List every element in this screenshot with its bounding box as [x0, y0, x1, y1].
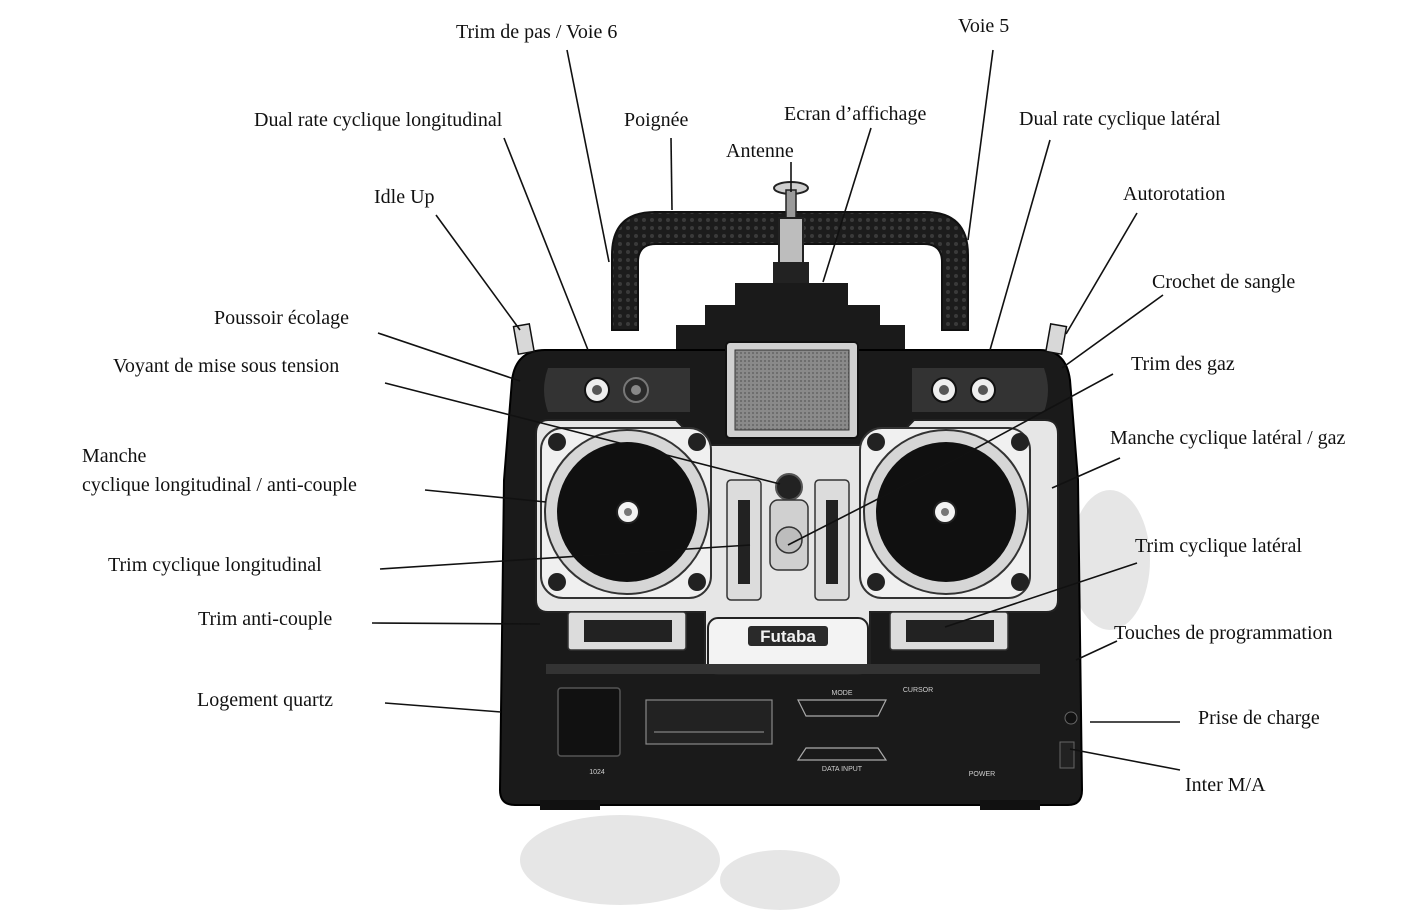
label-trim-lateral: Trim cyclique latéral [1135, 535, 1302, 557]
crystal-slot[interactable] [557, 687, 621, 757]
trim-anti-couple[interactable] [567, 611, 687, 651]
power-led [775, 473, 803, 501]
label-voyant-tension: Voyant de mise sous tension [113, 355, 339, 377]
label-ecran-affichage: Ecran d’affichage [784, 103, 926, 125]
dual-rate-lat-switch[interactable] [931, 377, 957, 403]
leader-lines [371, 49, 1181, 771]
cursor-key-label: CURSOR [903, 687, 933, 694]
label-touches-programmation: Touches de programmation [1114, 622, 1333, 644]
channel5-switch[interactable] [970, 377, 996, 403]
label-manche-line1: Manche [82, 445, 147, 467]
power-switch[interactable] [1059, 741, 1075, 769]
autorotation-switch[interactable] [1044, 322, 1068, 356]
program-keys[interactable]: MODE DATA INPUT CURSOR [796, 687, 933, 773]
label-prise-charge: Prise de charge [1198, 707, 1320, 729]
label-crochet-sangle: Crochet de sangle [1152, 271, 1295, 293]
label-logement-quartz: Logement quartz [197, 689, 333, 711]
trim-throttle[interactable] [814, 479, 850, 601]
label-dual-rate-longitudinal: Dual rate cyclique longitudinal [254, 109, 503, 131]
power-switch-label: POWER [969, 771, 995, 778]
crystal-code: 1024 [589, 769, 605, 776]
foot-right [980, 800, 1040, 810]
vent-strip [546, 664, 1040, 674]
mode-key-label: MODE [832, 690, 853, 697]
right-stick[interactable] [933, 500, 957, 524]
label-autorotation: Autorotation [1123, 183, 1225, 205]
background-smudge [520, 490, 1150, 910]
brand-logo: Futaba [760, 627, 816, 646]
label-trim-gaz: Trim des gaz [1131, 353, 1235, 375]
brand-plate: Futaba [707, 617, 869, 675]
label-dual-rate-lateral: Dual rate cyclique latéral [1019, 108, 1221, 130]
left-switch-panel [544, 368, 690, 412]
lcd-screen [725, 341, 859, 439]
transmitter: Futaba 1024 MODE DATA INPUT CURSOR POWER [498, 181, 1084, 810]
antenna [773, 181, 809, 286]
center-knob[interactable] [769, 499, 809, 571]
label-trim-pas-voie6: Trim de pas / Voie 6 [456, 21, 617, 43]
handle [611, 211, 969, 331]
label-idle-up: Idle Up [374, 186, 435, 208]
charge-jack[interactable] [1064, 711, 1078, 725]
label-poignee: Poignée [624, 109, 689, 131]
data-input-label: DATA INPUT [822, 766, 863, 773]
trainer-switch[interactable] [584, 377, 610, 403]
foot-left [540, 800, 600, 810]
sticker-panel [645, 699, 773, 745]
label-manche-line2: cyclique longitudinal / anti-couple [82, 474, 357, 496]
dual-rate-long-switch[interactable] [623, 377, 649, 403]
trim-cyclic-lateral[interactable] [889, 611, 1009, 651]
trim-cyclic-longitudinal[interactable] [726, 479, 762, 601]
label-trim-longitudinal: Trim cyclique longitudinal [108, 554, 322, 576]
label-inter-ma: Inter M/A [1185, 774, 1266, 796]
label-trim-anti-couple: Trim anti-couple [198, 608, 332, 630]
left-stick[interactable] [616, 500, 640, 524]
labels: Trim de pas / Voie 6 Voie 5 Dual rate cy… [82, 15, 1346, 796]
label-poussoir-ecolage: Poussoir écolage [214, 307, 349, 329]
label-voie5: Voie 5 [958, 15, 1009, 37]
label-manche-lateral-gaz: Manche cyclique latéral / gaz [1110, 427, 1346, 449]
idle-up-switch[interactable] [512, 322, 536, 356]
label-antenne: Antenne [726, 140, 794, 162]
